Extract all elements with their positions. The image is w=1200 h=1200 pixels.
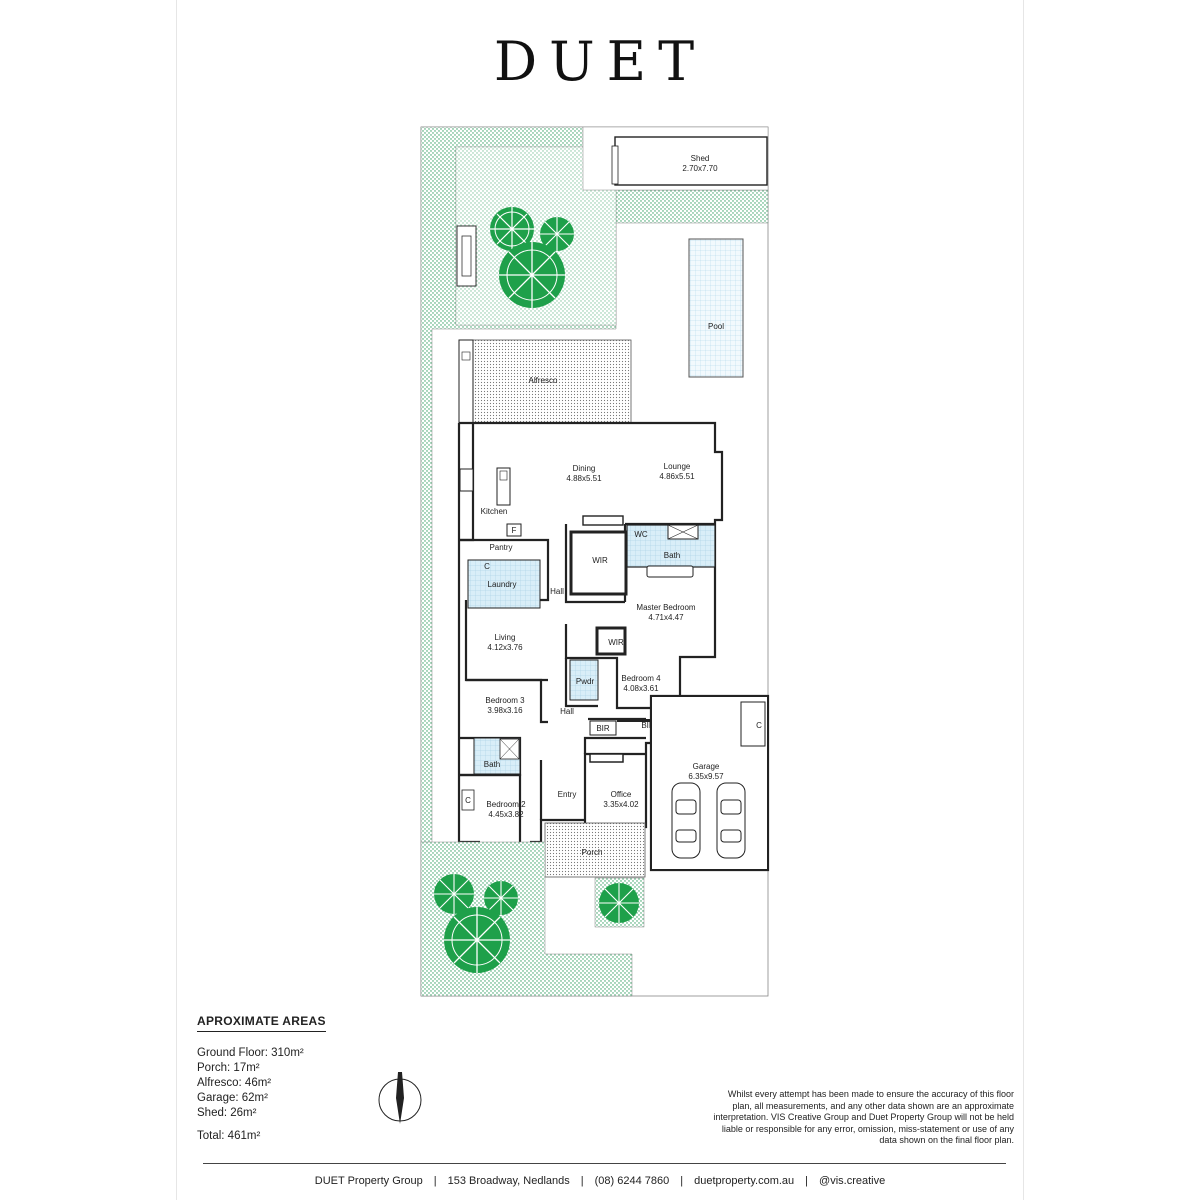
- approximate-areas: APROXIMATE AREAS Ground Floor: 310m² Por…: [197, 1014, 326, 1144]
- master-bath-label: Bath: [664, 551, 680, 560]
- shed-size: 2.70x7.70: [682, 164, 718, 173]
- tree-icon: [444, 907, 510, 973]
- master-bedroom-name: Master Bedroom: [636, 603, 695, 612]
- bedroom2-size: 4.45x3.82: [488, 810, 524, 819]
- car-icon: [671, 782, 701, 859]
- garage-size: 6.35x9.57: [688, 772, 724, 781]
- living-size: 4.12x3.76: [487, 643, 523, 652]
- area-total: Total: 461m²: [197, 1130, 261, 1142]
- footer-company: DUET Property Group: [314, 1175, 423, 1187]
- bedroom3-name: Bedroom 3: [485, 696, 525, 705]
- footer-social-link[interactable]: @vis.creative: [819, 1175, 886, 1187]
- areas-heading: APROXIMATE AREAS: [197, 1014, 326, 1032]
- tree-icon: [499, 242, 565, 308]
- lounge-name: Lounge: [664, 462, 691, 471]
- shed: [614, 136, 768, 186]
- fridge-label: F: [512, 526, 517, 535]
- laundry-c-label: C: [484, 562, 490, 571]
- garage-name: Garage: [693, 762, 720, 771]
- bedroom4-wir-label: WIR: [608, 638, 624, 647]
- tree-icon: [434, 874, 474, 914]
- brand-logo: DUET: [493, 30, 707, 93]
- dining-name: Dining: [573, 464, 596, 473]
- bedroom3-size: 3.98x3.16: [487, 706, 523, 715]
- footer-website-link[interactable]: duetproperty.com.au: [694, 1175, 795, 1187]
- lounge-size: 4.86x5.51: [659, 472, 695, 481]
- master-wir-label: WIR: [592, 556, 608, 565]
- alfresco-name: Alfresco: [529, 376, 558, 385]
- office-size: 3.35x4.02: [603, 800, 639, 809]
- area-porch: Porch: 17m²: [197, 1062, 260, 1074]
- bedroom2-c-label: C: [465, 796, 471, 805]
- tree-icon: [599, 883, 639, 923]
- bath2-label: Bath: [484, 760, 500, 769]
- porch-name: Porch: [582, 848, 603, 857]
- tree-icon: [540, 217, 574, 251]
- dining-size: 4.88x5.51: [566, 474, 602, 483]
- area-alfresco: Alfresco: 46m²: [197, 1077, 272, 1089]
- hall-lower-label: Hall: [560, 707, 574, 716]
- pantry-name: Pantry: [489, 543, 512, 552]
- porch: [544, 822, 646, 878]
- alfresco: [472, 339, 632, 424]
- bedroom4-size: 4.08x3.61: [623, 684, 659, 693]
- area-shed: Shed: 26m²: [197, 1107, 257, 1119]
- footer: DUET Property Group|153 Broadway, Nedlan…: [314, 1175, 886, 1187]
- master-wir: [569, 530, 628, 596]
- tree-icon: [484, 881, 518, 915]
- bedroom4-name: Bedroom 4: [621, 674, 661, 683]
- kitchen-name: Kitchen: [481, 507, 508, 516]
- laundry-name: Laundry: [488, 580, 517, 589]
- master-bedroom-size: 4.71x4.47: [648, 613, 684, 622]
- footer-address: 153 Broadway, Nedlands: [447, 1175, 570, 1187]
- hall-upper-label: Hall: [550, 587, 564, 596]
- disclaimer-text: Whilst every attempt has been made to en…: [713, 1089, 1014, 1145]
- entry-label: Entry: [558, 790, 577, 799]
- laundry: [467, 559, 541, 609]
- bir1-label: BIR: [596, 724, 610, 733]
- north-arrow-icon: [378, 1072, 422, 1124]
- bedroom4-wir: [595, 626, 627, 656]
- footer-divider: [203, 1163, 1006, 1164]
- shed-name: Shed: [691, 154, 710, 163]
- wc-label: WC: [634, 530, 648, 539]
- bir2-label: BIR: [641, 721, 655, 730]
- tree-icon: [490, 207, 534, 251]
- pool-name: Pool: [708, 322, 724, 331]
- car-icon: [716, 782, 746, 859]
- area-garage: Garage: 62m²: [197, 1092, 268, 1104]
- office-name: Office: [611, 790, 632, 799]
- bedroom2-name: Bedroom 2: [486, 800, 526, 809]
- footer-phone[interactable]: (08) 6244 7860: [594, 1175, 670, 1187]
- living-name: Living: [495, 633, 516, 642]
- garage-c-label: C: [756, 721, 762, 730]
- area-ground-floor: Ground Floor: 310m²: [197, 1047, 304, 1059]
- powder-room: [569, 659, 599, 701]
- pool: [688, 238, 744, 378]
- pwdr-label: Pwdr: [576, 677, 595, 686]
